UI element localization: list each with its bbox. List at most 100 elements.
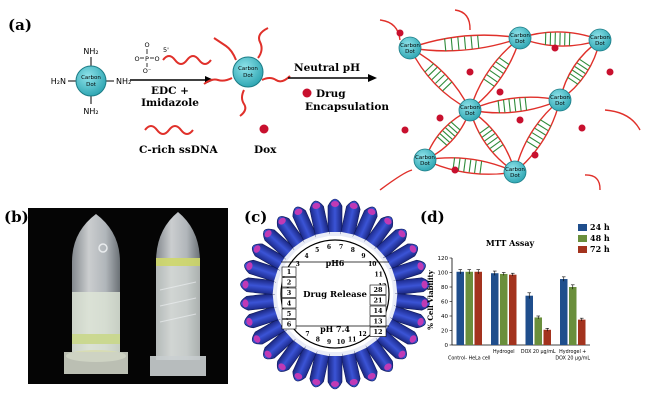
x-tick-label: Control- HeLa cell xyxy=(448,356,491,362)
svg-text:Imidazole: Imidazole xyxy=(141,97,199,109)
panel-label-b: (b) xyxy=(4,208,29,226)
svg-text:5: 5 xyxy=(287,310,292,318)
bar xyxy=(560,279,568,345)
svg-text:Dot: Dot xyxy=(243,73,254,79)
svg-text:Neutral pH: Neutral pH xyxy=(294,62,360,74)
svg-text:Dot: Dot xyxy=(405,49,416,55)
wheel-ph-top: pH6 xyxy=(326,258,345,268)
svg-text:9: 9 xyxy=(361,253,365,260)
y-tick-label: 120 xyxy=(438,256,449,262)
svg-text:H₂N: H₂N xyxy=(51,77,66,86)
svg-text:11: 11 xyxy=(374,272,382,279)
svg-text:O: O xyxy=(144,41,149,49)
svg-text:EDC +: EDC + xyxy=(151,85,189,97)
svg-text:NH₂: NH₂ xyxy=(116,77,131,86)
svg-text:O⁻: O⁻ xyxy=(143,67,152,75)
chart-title: MTT Assay xyxy=(486,238,535,248)
reaction-arrow-1: EDC + Imidazole xyxy=(130,76,214,109)
bar xyxy=(526,296,534,345)
y-tick-label: 20 xyxy=(441,329,448,335)
svg-text:P: P xyxy=(145,55,149,63)
panel-label-a: (a) xyxy=(8,16,32,34)
svg-text:Dot: Dot xyxy=(555,101,566,107)
bar xyxy=(457,272,465,345)
svg-text:14: 14 xyxy=(373,307,383,315)
x-tick-label: DOX 20 μg/mL xyxy=(555,356,590,362)
dna-carbon-dot: Carbon Dot xyxy=(204,28,290,116)
svg-text:Carbon: Carbon xyxy=(238,66,258,72)
bar xyxy=(569,287,577,345)
svg-text:13: 13 xyxy=(373,318,383,326)
svg-text:8: 8 xyxy=(351,247,355,254)
bar xyxy=(509,275,517,345)
wheel-ph-bottom: pH 7.4 xyxy=(320,324,350,334)
svg-text:Encapsulation: Encapsulation xyxy=(305,101,389,113)
y-tick-label: 0 xyxy=(445,343,449,349)
legend-label: 24 h xyxy=(590,222,610,232)
svg-text:Carbon: Carbon xyxy=(81,75,101,81)
x-tick-label: DOX 20 μg/mL xyxy=(521,349,556,355)
svg-text:Dot: Dot xyxy=(86,82,97,88)
svg-text:5: 5 xyxy=(315,247,319,254)
svg-text:NH₂: NH₂ xyxy=(83,47,98,56)
svg-text:7: 7 xyxy=(339,244,343,251)
y-tick-label: 100 xyxy=(438,271,449,277)
svg-text:NH₂: NH₂ xyxy=(83,107,98,116)
reaction-arrow-2: Neutral pH Drug Encapsulation xyxy=(288,62,389,113)
phosphate-ssdna: O P O⁻ O O 5' xyxy=(134,41,211,75)
bar xyxy=(491,273,499,345)
bar xyxy=(578,320,586,345)
svg-text:Dot: Dot xyxy=(465,111,476,117)
svg-text:Drug: Drug xyxy=(316,88,346,100)
svg-text:9: 9 xyxy=(327,339,331,346)
legend-swatch xyxy=(578,224,587,231)
svg-text:4: 4 xyxy=(304,253,308,260)
y-tick-label: 80 xyxy=(441,285,448,291)
bar xyxy=(535,317,543,345)
svg-text:21: 21 xyxy=(373,297,382,305)
panel-label-d: (d) xyxy=(420,208,445,226)
svg-text:Dot: Dot xyxy=(515,39,526,45)
svg-text:6: 6 xyxy=(327,244,331,251)
svg-text:12: 12 xyxy=(358,331,366,338)
svg-text:3: 3 xyxy=(287,289,292,297)
svg-text:10: 10 xyxy=(337,339,345,346)
hydrogel-network: CarbonDotCarbonDotCarbonDotCarbonDotCarb… xyxy=(380,10,640,190)
svg-text:10: 10 xyxy=(368,261,376,268)
mtt-chart: MTT Assay % Cell Viability 0 20 40 60 80 100 1… xyxy=(426,222,610,362)
bar xyxy=(544,330,552,345)
legend-label: 48 h xyxy=(590,233,610,243)
svg-text:8: 8 xyxy=(316,336,320,343)
legend-label: 72 h xyxy=(590,244,610,254)
svg-text:C-rich ssDNA: C-rich ssDNA xyxy=(139,144,218,156)
svg-text:Dot: Dot xyxy=(420,161,431,167)
svg-text:7: 7 xyxy=(305,331,309,338)
svg-text:28: 28 xyxy=(373,286,383,294)
svg-text:Dot: Dot xyxy=(510,173,521,179)
svg-text:Dot: Dot xyxy=(595,41,606,47)
svg-text:5': 5' xyxy=(163,46,169,54)
svg-text:1: 1 xyxy=(287,268,292,276)
y-tick-label: 40 xyxy=(441,314,448,320)
svg-text:12: 12 xyxy=(373,328,382,336)
svg-text:Dox: Dox xyxy=(254,144,277,156)
amine-carbon-dot: Carbon Dot NH₂ NH₂ H₂N NH₂ xyxy=(51,47,131,116)
bar xyxy=(475,272,483,345)
svg-text:2: 2 xyxy=(287,279,292,287)
legend-swatch xyxy=(578,246,587,253)
x-tick-label: Hydrogel + xyxy=(559,349,586,355)
svg-text:O: O xyxy=(154,55,159,63)
bar xyxy=(500,274,508,345)
legend-swatch xyxy=(578,235,587,242)
panel-label-c: (c) xyxy=(244,208,267,226)
bar xyxy=(466,272,474,345)
wheel-title: Drug Release xyxy=(303,290,367,300)
y-tick-label: 60 xyxy=(441,300,448,306)
x-tick-label: Hydrogel xyxy=(493,349,515,355)
svg-text:4: 4 xyxy=(287,300,292,308)
svg-text:O: O xyxy=(134,55,139,63)
svg-text:11: 11 xyxy=(348,336,356,343)
y-axis-label: % Cell Viability xyxy=(426,269,435,329)
svg-text:6: 6 xyxy=(287,321,292,329)
